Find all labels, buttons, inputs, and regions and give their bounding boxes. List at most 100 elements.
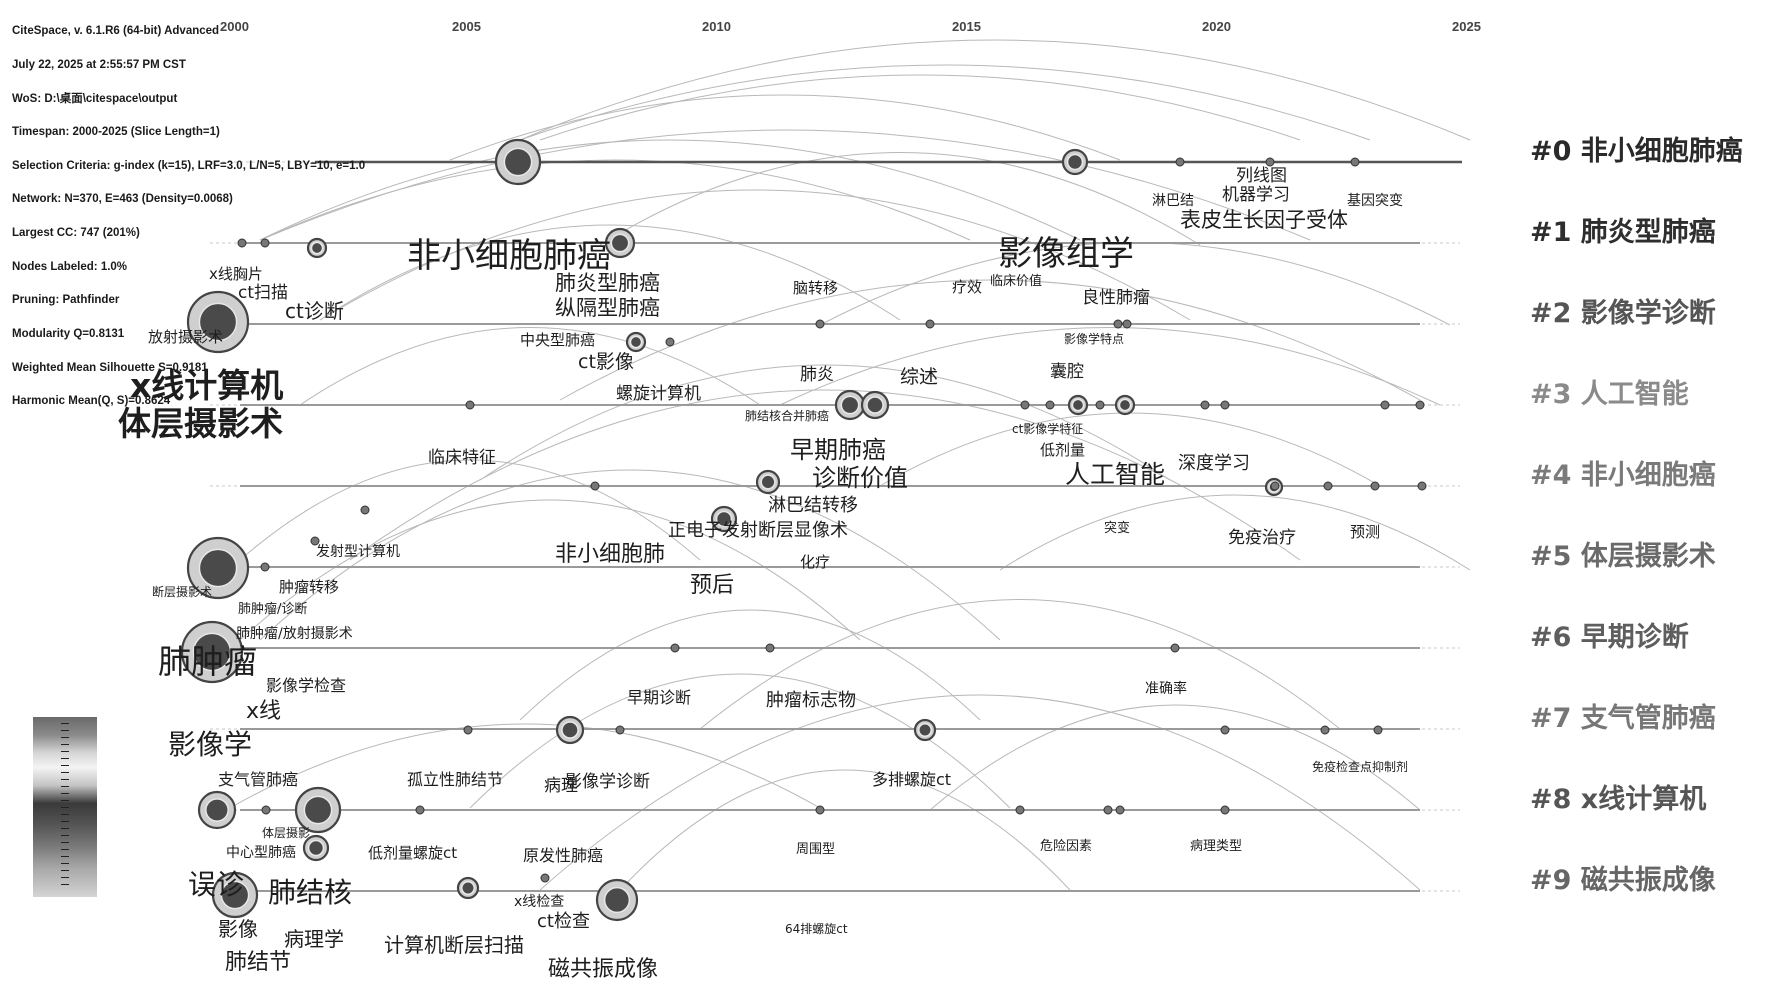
citation-arc [259,139,1081,241]
keyword-label: 列线图 [1236,166,1287,186]
keyword-label: 淋巴结转移 [768,495,858,516]
keyword-label: 体层摄影 [262,826,311,840]
legend-tick [61,884,69,885]
year-tick: 2015 [952,19,981,34]
keyword-label: 早期肺癌 [790,436,886,464]
keyword-label: 基因突变 [1347,193,1403,209]
keyword-label: 囊腔 [1050,362,1084,382]
keyword-label: 综述 [900,366,939,388]
node-small [1175,157,1185,167]
keyword-label: 肺炎 [800,365,834,385]
node-core [198,548,238,588]
node-small [1115,805,1125,815]
legend-tick [61,723,69,724]
legend-tick [61,828,69,829]
citation-arc [259,469,1001,641]
node-small [1200,400,1210,410]
citation-arc [319,189,1191,321]
keyword-label: 纵隔型肺癌 [555,296,660,320]
legend-tick [61,758,69,759]
node-small [465,400,475,410]
year-tick: 2005 [452,19,481,34]
keyword-label: 化疗 [800,553,831,571]
citation-arc [619,769,1071,891]
cluster-label-4: #4 非小细胞癌 [1530,460,1716,491]
node-small [540,873,550,883]
citation-arc [479,364,1171,481]
node-small [1323,481,1333,491]
node-small [1370,481,1380,491]
keyword-label: 诊断价值 [812,464,908,492]
keyword-label: x线计算机 [130,366,284,405]
keyword-label: ct扫描 [238,283,289,303]
legend-tick [61,793,69,794]
keyword-label: 突变 [1104,521,1131,536]
node-small [1270,481,1280,491]
keyword-label: 肺结核 [268,876,353,909]
citation-arc [539,694,1421,891]
node-core [561,721,579,739]
node-core [1066,153,1084,171]
summary-line: July 22, 2025 at 2:55:57 PM CST [12,59,186,72]
legend-tick [61,751,69,752]
summary-line: Selection Criteria: g-index (k=15), LRF=… [12,159,366,172]
node-small [1265,157,1275,167]
keyword-label: 免疫治疗 [1228,528,1296,548]
node-core [918,723,932,737]
citation-arc [229,723,821,809]
node-core [205,798,229,822]
legend-tick [61,800,69,801]
node-small [925,319,935,329]
keyword-label: 淋巴结 [1152,193,1194,209]
summary-line: Modularity Q=0.8131 [12,327,125,340]
citation-arc [559,279,1421,401]
keyword-label: x线检查 [514,894,565,910]
keyword-label: 发射型计算机 [316,544,400,560]
node-core [840,395,860,415]
keyword-label: 断层摄影术 [152,585,213,599]
node-small [261,805,271,815]
cluster-label-0: #0 非小细胞肺癌 [1530,136,1743,167]
node-small [1380,400,1390,410]
keyword-label: 体层摄影术 [118,404,283,443]
node-small [1220,400,1230,410]
keyword-label: 放射摄影术 [148,328,224,346]
citation-arc [599,152,1201,246]
legend-tick [61,744,69,745]
summary-line: CiteSpace, v. 6.1.R6 (64-bit) Advanced [12,25,220,38]
citation-arc [779,327,1441,406]
keyword-label: 肺肿瘤/放射摄影术 [236,626,353,642]
keyword-label: 危险因素 [1040,839,1093,854]
cluster-label-6: #6 早期诊断 [1530,622,1689,653]
keyword-label: 病理类型 [1190,839,1243,854]
citation-arc [699,599,1341,730]
keyword-label: 肿瘤转移 [279,578,340,596]
node-small [1373,725,1383,735]
legend-tick [61,772,69,773]
summary-line: Harmonic Mean(Q, S)=0.8624 [12,395,171,408]
node-core [629,335,643,349]
year-tick: 2010 [702,19,731,34]
keyword-label: ct影像学特征 [1012,422,1084,436]
keyword-label: 周围型 [796,842,836,857]
keyword-label: 磁共振成像 [548,957,659,982]
node-small [590,481,600,491]
node-small [765,643,775,653]
node-small [1020,400,1030,410]
keyword-label: 误诊 [188,868,245,901]
legend-tick [61,821,69,822]
keyword-label: 人工智能 [1065,460,1166,489]
node-small [463,725,473,735]
keyword-label: 计算机断层扫描 [384,933,524,957]
node-small [415,805,425,815]
keyword-label: 准确率 [1145,681,1187,697]
node-small [1122,319,1132,329]
citation-arc [239,499,861,641]
legend-tick [61,842,69,843]
cluster-label-8: #8 x线计算机 [1530,784,1707,815]
keyword-label: 非小细胞肺癌 [407,236,611,276]
legend-tick [61,737,69,738]
node-small [260,562,270,572]
node-small [815,319,825,329]
